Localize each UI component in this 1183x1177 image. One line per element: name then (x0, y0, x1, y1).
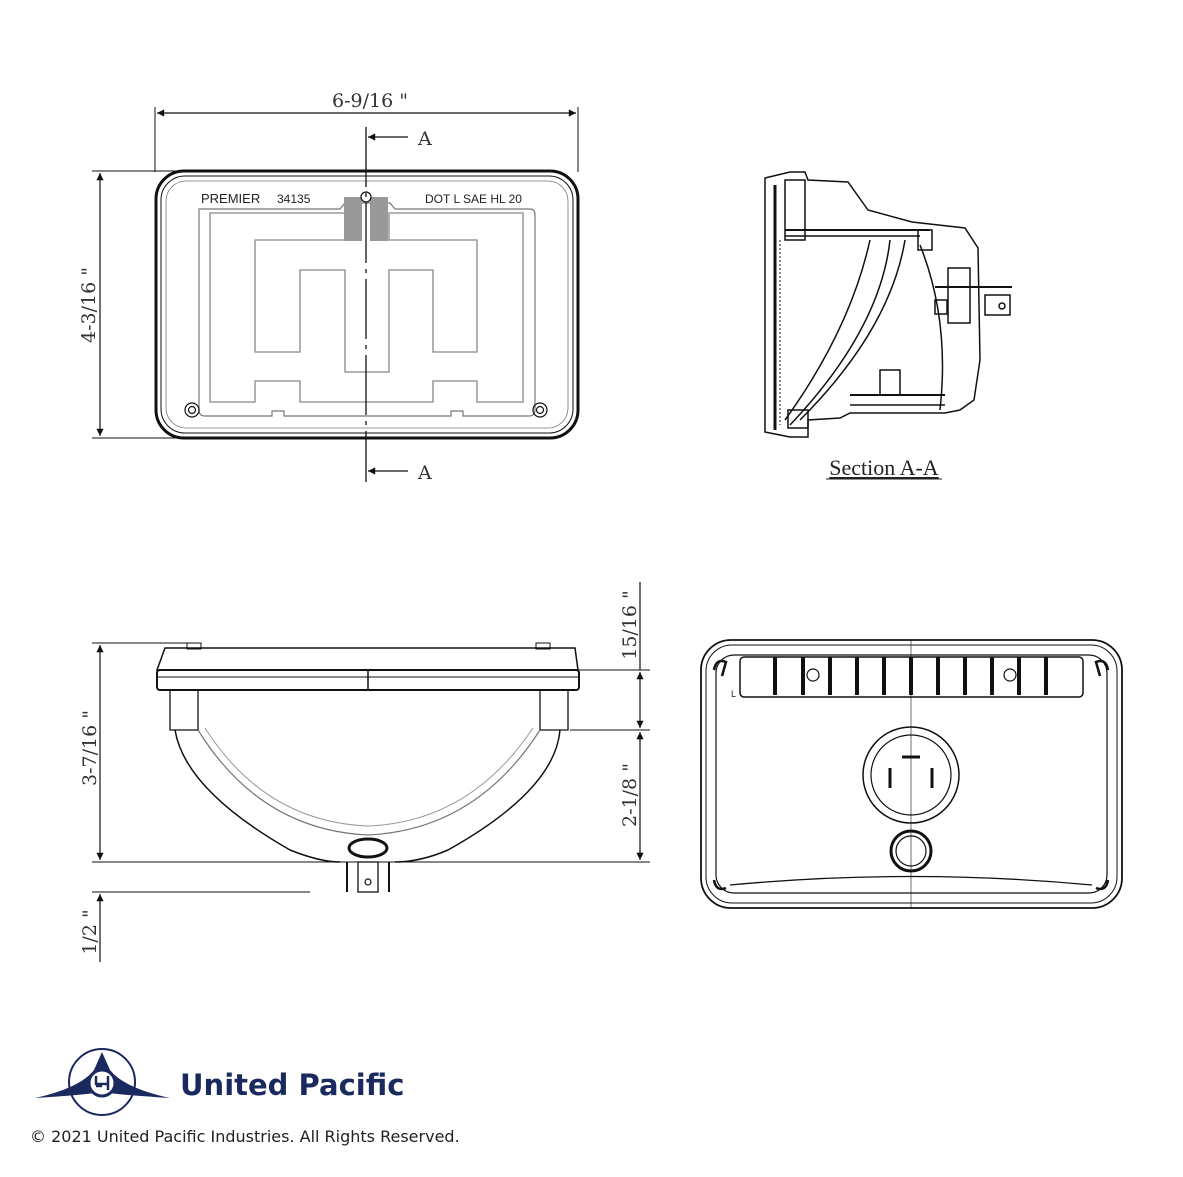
height-dimension-label: 4-3/16 " (78, 267, 100, 343)
overall-depth-dimension-label: 3-7/16 " (79, 710, 101, 786)
width-dimension-label: 6-9/16 " (332, 90, 408, 112)
lens-text-part-number: 34135 (277, 192, 311, 206)
section-caption: Section A-A (829, 455, 938, 480)
front-view (92, 107, 580, 482)
rear-view (700, 639, 1123, 909)
lens-text-certification: DOT L SAE HL 20 (425, 192, 522, 206)
flange-dimension-label: 15/16 " (619, 590, 641, 660)
terminal-dimension-label: 1/2 " (79, 909, 101, 954)
side-view (92, 582, 650, 962)
rear-corner-mark: L (731, 689, 736, 699)
united-pacific-logo-icon (35, 1048, 170, 1116)
section-marker-bottom: A (417, 462, 432, 484)
housing-dimension-label: 2-1/8 " (619, 763, 641, 827)
copyright-notice: © 2021 United Pacific Industries. All Ri… (30, 1127, 460, 1146)
brand-name: United Pacific (180, 1068, 405, 1102)
section-marker-top: A (417, 128, 432, 150)
section-view (764, 171, 1012, 438)
lens-text-brand: PREMIER (201, 191, 260, 206)
